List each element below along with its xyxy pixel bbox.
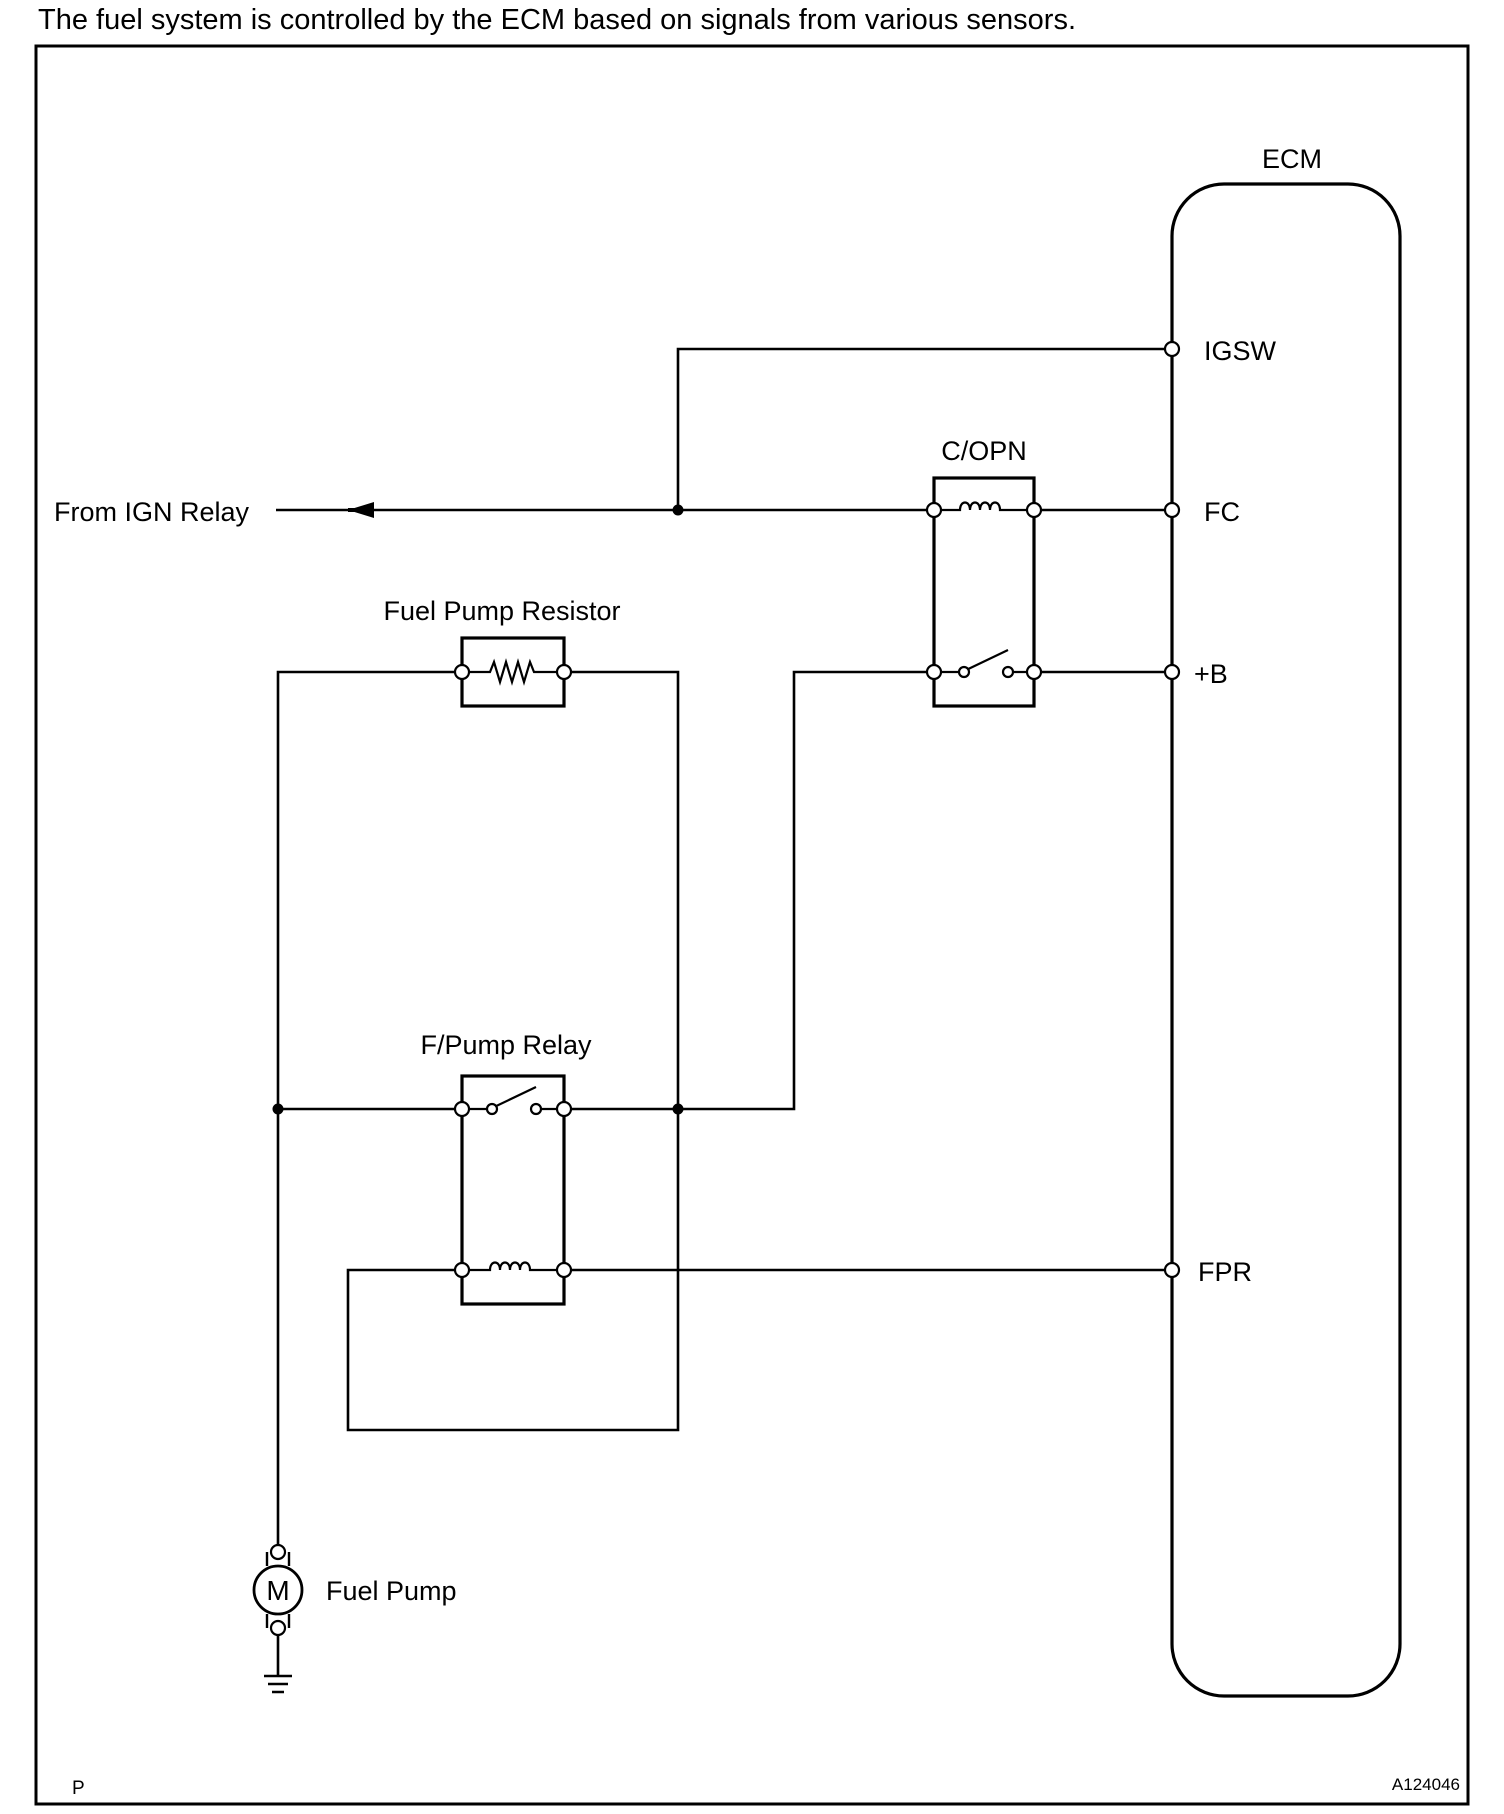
fpump-relay-terminal [453,1100,471,1118]
copn-label: C/OPN [941,436,1027,466]
ground-icon [264,1674,292,1694]
ecm-terminal-b-plus [1163,663,1181,681]
source-label: From IGN Relay [54,497,250,527]
copn-terminal [925,501,943,519]
terminal-label-fc: FC [1204,497,1240,527]
fpump-relay-coil-icon [469,1261,557,1272]
terminal-label-b-plus: +B [1194,659,1228,689]
junction-dot [672,1103,684,1115]
intro-text: The fuel system is controlled by the ECM… [38,4,1077,36]
fpump-relay-label: F/Pump Relay [420,1030,592,1060]
motor-terminal [269,1619,287,1637]
copn-terminal [1025,501,1043,519]
fpump-relay-terminal [453,1261,471,1279]
fuel-pump-label: Fuel Pump [326,1576,457,1606]
resistor-label: Fuel Pump Resistor [383,596,620,626]
motor-bracket [265,1552,291,1628]
fpump-relay-terminal [555,1261,573,1279]
wire-igsw [676,347,1172,508]
motor-symbol: M [266,1575,289,1606]
copn-terminal [1025,663,1043,681]
fpump-relay-terminal [555,1100,573,1118]
figure-code: A124046 [1392,1775,1460,1794]
ecm-terminal-fpr [1163,1261,1181,1279]
ecm-label: ECM [1262,144,1322,174]
diagram-frame [34,44,1470,1806]
ecm-block [1170,182,1402,1698]
ecm-terminal-igsw [1163,340,1181,358]
copn-relay [932,476,1036,708]
terminal-label-igsw: IGSW [1204,336,1277,366]
motor-terminal [269,1543,287,1561]
wire-copn-to-relay [564,670,934,1111]
copn-coil-icon [941,501,1027,512]
wire-resistor-right [346,670,680,1432]
junction-dot [272,1103,284,1115]
fuel-pump-motor-icon [252,1564,304,1616]
copn-terminal [925,663,943,681]
resistor-zigzag-icon [469,658,557,686]
wire-resistor-left [276,670,462,1544]
corner-code: P [72,1778,85,1799]
terminal-label-fpr: FPR [1198,1257,1252,1287]
resistor-terminal [453,663,471,681]
ecm-terminal-fc [1163,501,1181,519]
junction-dot [672,504,684,516]
resistor-terminal [555,663,573,681]
fpump-relay [460,1074,566,1306]
